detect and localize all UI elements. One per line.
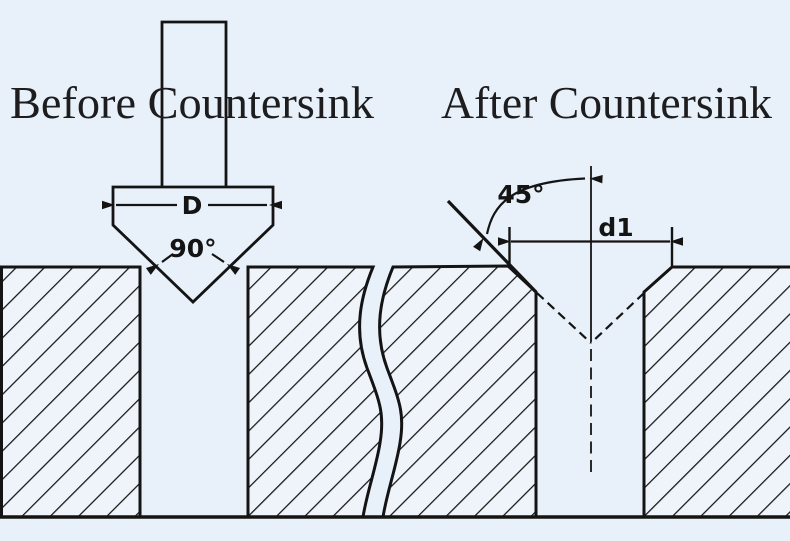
angle-arc-arrow-end bbox=[589, 174, 603, 184]
angle-arc-arrow-start bbox=[473, 238, 484, 252]
tool-shank bbox=[160, 20, 228, 187]
material-block-right bbox=[642, 265, 790, 519]
tool-diameter-label: D bbox=[182, 191, 203, 220]
tool-tip-angle-label: 90° bbox=[169, 234, 216, 263]
countersink-dimension-arrow-right bbox=[670, 237, 683, 246]
countersink-tool bbox=[111, 20, 275, 304]
tool-diameter-dimension: D bbox=[102, 191, 282, 220]
angle-leader-left bbox=[161, 253, 174, 263]
titles: Before Countersink After Countersink bbox=[10, 77, 772, 128]
countersink-dimension-arrow-left bbox=[498, 237, 511, 246]
title-after: After Countersink bbox=[441, 77, 772, 128]
hidden-drill-point bbox=[536, 292, 645, 344]
material-block-mid-left bbox=[246, 265, 384, 519]
material-cross-section bbox=[0, 264, 790, 519]
dimension-arrow-left bbox=[102, 200, 115, 210]
material-block-left bbox=[0, 265, 142, 519]
tool-cutter-head bbox=[111, 185, 275, 304]
title-before: Before Countersink bbox=[10, 77, 374, 128]
angle-arrow-left bbox=[145, 264, 159, 275]
chamfer-angle-label: 45° bbox=[497, 180, 544, 209]
material-block-mid-right bbox=[378, 264, 538, 519]
countersunk-hole-annotations: 45° d1 bbox=[446, 166, 683, 477]
tool-tip-angle-annotation: 90° bbox=[145, 234, 241, 275]
angle-arc bbox=[485, 177, 586, 235]
countersink-diameter-label: d1 bbox=[598, 213, 633, 242]
angle-leader-right bbox=[211, 253, 225, 263]
dimension-arrow-right bbox=[269, 200, 282, 210]
chamfer-reference-line bbox=[446, 199, 538, 294]
angle-arrow-right bbox=[227, 264, 241, 275]
